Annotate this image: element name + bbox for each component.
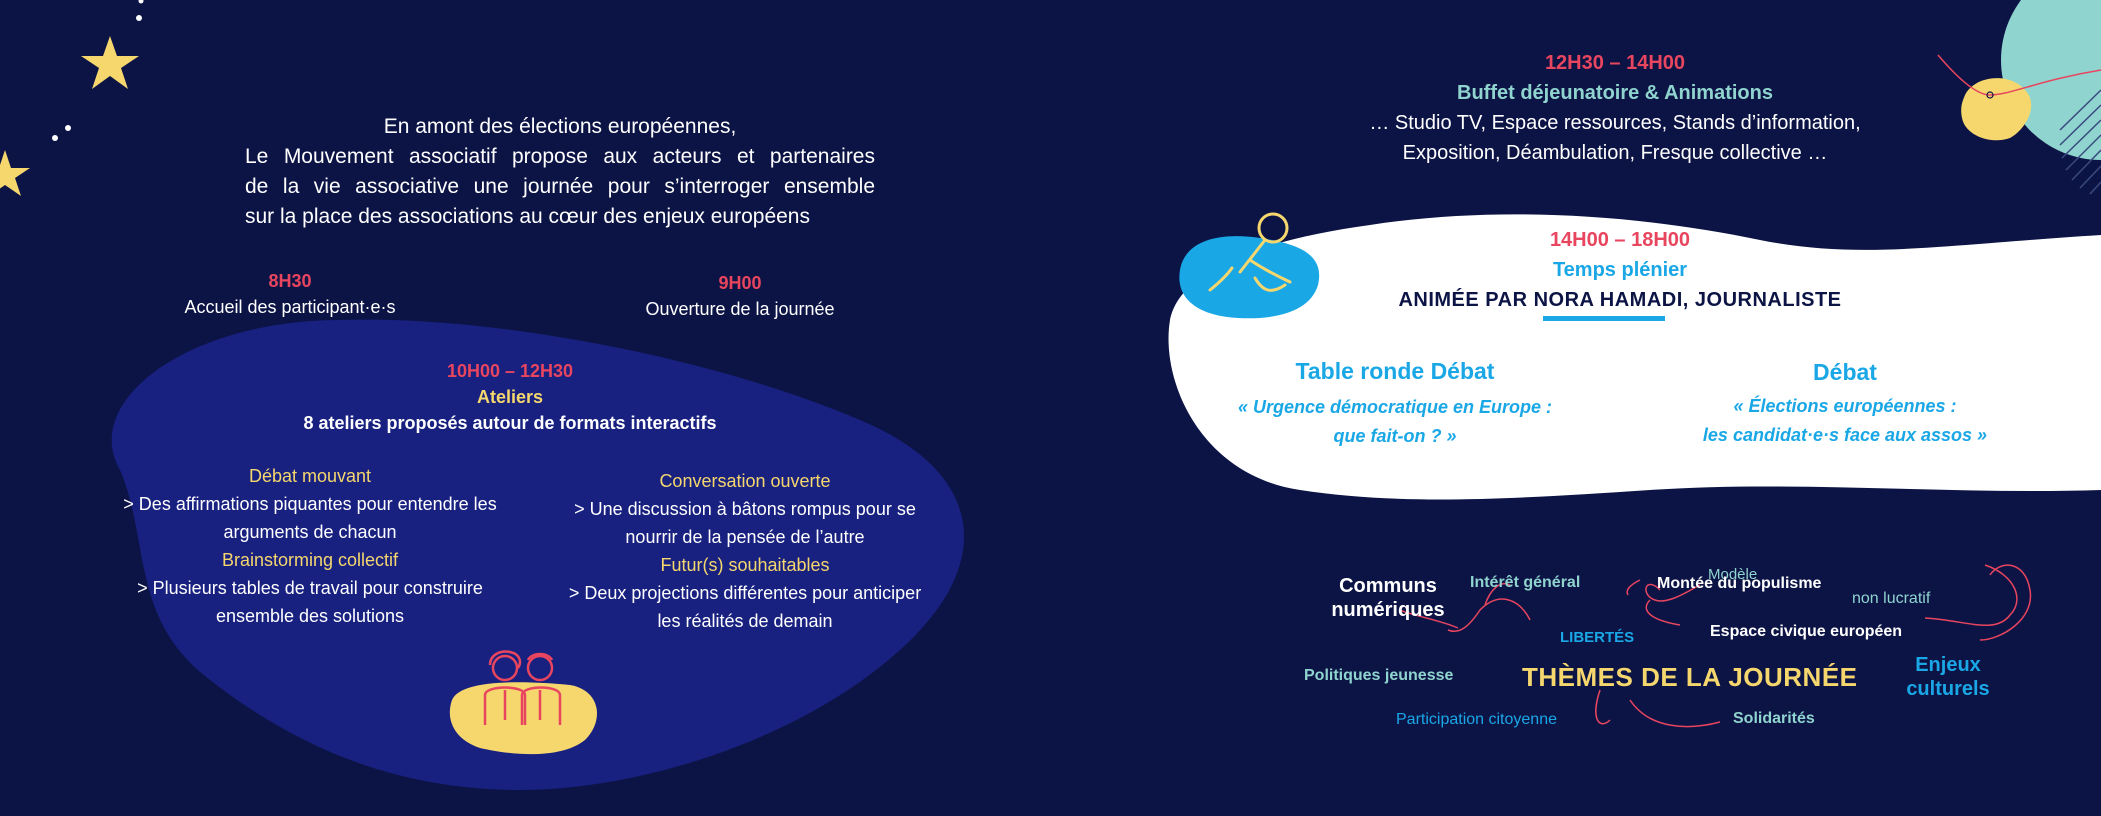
intro-line: En amont des élections européennes, <box>383 115 737 138</box>
accueil-block: 8H30 Accueil des participant·e·s <box>150 268 430 320</box>
mic-blob <box>1179 236 1320 319</box>
pink-curve-top <box>1937 54 2101 96</box>
star-icon <box>81 36 139 89</box>
format-name: Conversation ouverte <box>659 471 831 491</box>
debat-title: Débat <box>1813 359 1877 385</box>
table-ronde-title: Table ronde Débat <box>1295 358 1495 384</box>
theme-word: numériques <box>1331 599 1445 621</box>
microphone-icon <box>1208 212 1292 292</box>
format-desc: arguments de chacun <box>223 522 397 542</box>
quote-line: « Urgence démocratique en Europe : <box>1237 397 1553 417</box>
quote-line: « Élections européennes : <box>1733 396 1957 416</box>
theme-espace: Espace civique européen <box>1710 623 1903 640</box>
accueil-time: 8H30 <box>268 271 312 291</box>
theme-communs: Communs numériques <box>1318 574 1458 622</box>
format-desc: > Des affirmations piquantes pour entend… <box>123 494 497 514</box>
hatch-lines <box>2059 89 2101 195</box>
host-underline <box>1543 316 1665 321</box>
theme-word: culturels <box>1906 678 1990 700</box>
pleniere-blob <box>1168 214 2101 500</box>
buffet-time: 12H30 – 14H00 <box>1544 52 1686 74</box>
pleniere-time: 14H00 – 18H00 <box>1549 229 1691 251</box>
debat-quote: « Élections européennes : les candidat·e… <box>1660 392 2030 450</box>
theme-libertes: LIBERTÉS <box>1560 629 1635 646</box>
buffet-line: … Studio TV, Espace ressources, Stands d… <box>1369 112 1861 134</box>
theme-montee: Montée du populisme <box>1657 575 1822 592</box>
formats-left: Débat mouvant > Des affirmations piquant… <box>100 462 520 630</box>
format-desc: > Deux projections différentes pour anti… <box>568 583 922 603</box>
theme-word: Enjeux <box>1915 654 1981 676</box>
buffet-block: 12H30 – 14H00 Buffet déjeunatoire & Anim… <box>1300 48 1930 168</box>
format-desc: > Une discussion à bâtons rompus pour se <box>574 499 916 519</box>
dot <box>52 135 58 141</box>
format-name: Débat mouvant <box>248 466 372 486</box>
format-desc: nourrir de la pensée de l’autre <box>625 527 865 547</box>
theme-non-lucratif: non lucratif <box>1852 590 1931 607</box>
theme-word: Communs <box>1339 575 1437 597</box>
star-icon <box>0 150 30 196</box>
theme-arrows <box>1399 564 2032 728</box>
theme-modele: Modèle <box>1708 566 1758 583</box>
pleniere-header: 14H00 – 18H00 Temps plénier ANIMÉE PAR N… <box>1320 225 1920 315</box>
format-name: Futur(s) souhaitables <box>660 555 830 575</box>
intro-text: En amont des élections européennes, Le M… <box>210 112 910 232</box>
small-circle <box>1986 91 1994 99</box>
ateliers-title: Ateliers <box>476 387 544 407</box>
quote-line: les candidat·e·s face aux assos » <box>1702 425 1988 445</box>
quote-line: que fait-on ? » <box>1333 426 1457 446</box>
intro-line: de la vie associative une journée pour s… <box>245 175 875 198</box>
buffet-title: Buffet déjeunatoire & Animations <box>1457 82 1773 104</box>
ouverture-block: 9H00 Ouverture de la journée <box>610 270 870 322</box>
dot <box>138 0 144 4</box>
debat-block: Débat « Élections européennes : les cand… <box>1660 356 2030 450</box>
theme-participation: Participation citoyenne <box>1396 711 1557 728</box>
dot <box>136 15 142 21</box>
ateliers-time: 10H00 – 12H30 <box>446 361 574 381</box>
table-ronde-block: Table ronde Débat « Urgence démocratique… <box>1210 355 1580 451</box>
format-desc: ensemble des solutions <box>215 606 405 626</box>
ateliers-header: 10H00 – 12H30 Ateliers 8 ateliers propos… <box>250 358 770 436</box>
ateliers-subtitle: 8 ateliers proposés autour de formats in… <box>303 413 717 433</box>
dot <box>65 125 71 131</box>
themes-title: THÈMES DE LA JOURNÉE <box>1522 662 1858 692</box>
accueil-label: Accueil des participant·e·s <box>184 297 396 317</box>
pleniere-title: Temps plénier <box>1552 259 1688 281</box>
theme-politiques: Politiques jeunesse <box>1304 667 1454 684</box>
ouverture-time: 9H00 <box>718 273 762 293</box>
formats-right: Conversation ouverte > Une discussion à … <box>535 467 955 635</box>
yellow-small-blob <box>1961 78 2032 141</box>
pleniere-host: ANIMÉE PAR NORA HAMADI, JOURNALISTE <box>1398 289 1842 311</box>
ouverture-label: Ouverture de la journée <box>645 299 835 319</box>
format-desc: les réalités de demain <box>657 611 833 631</box>
ateliers-blob <box>111 319 965 790</box>
intro-line: Le Mouvement associatif propose aux acte… <box>245 145 875 168</box>
format-name: Brainstorming collectif <box>221 550 399 570</box>
intro-line: sur la place des associations au cœur de… <box>245 205 810 228</box>
table-ronde-quote: « Urgence démocratique en Europe : que f… <box>1210 393 1580 451</box>
buffet-line: Exposition, Déambulation, Fresque collec… <box>1402 142 1828 164</box>
theme-interet: Intérêt général <box>1470 574 1581 591</box>
format-desc: > Plusieurs tables de travail pour const… <box>137 578 483 598</box>
people-icon <box>483 650 562 725</box>
theme-solidarites: Solidarités <box>1733 710 1815 727</box>
theme-enjeux: Enjeux culturels <box>1890 653 2006 701</box>
